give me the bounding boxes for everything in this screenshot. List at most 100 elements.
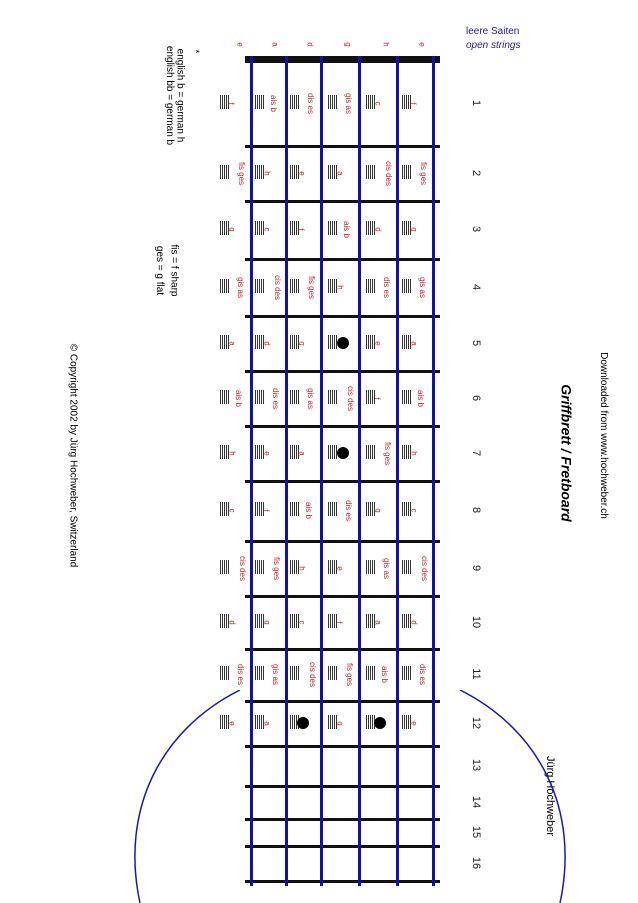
note-label: ais b bbox=[379, 666, 389, 683]
note-label: h bbox=[335, 284, 345, 290]
fret-number: 5 bbox=[470, 339, 482, 346]
string-a bbox=[285, 56, 288, 886]
string-g bbox=[358, 56, 361, 886]
note-label: dis es bbox=[235, 664, 245, 685]
open-strings-label-en: open strings bbox=[466, 40, 521, 51]
note-label: fis ges bbox=[345, 662, 355, 687]
string-h bbox=[396, 56, 399, 886]
note-label: ais b bbox=[268, 94, 278, 112]
fret-number: 3 bbox=[470, 225, 482, 233]
guitar-body-outline bbox=[134, 690, 566, 903]
fret-line bbox=[245, 480, 440, 483]
fret-line bbox=[245, 370, 440, 373]
fret-line bbox=[245, 880, 440, 883]
note-label: e bbox=[297, 170, 307, 176]
note-label: h bbox=[409, 450, 419, 456]
note-line-2: english bb = german b bbox=[164, 45, 176, 146]
note-label: e bbox=[335, 565, 345, 571]
note-label: d bbox=[409, 619, 419, 625]
note-label: a bbox=[409, 340, 419, 346]
fret-line bbox=[245, 145, 440, 148]
note-label: d bbox=[262, 340, 272, 346]
fret-number: 4 bbox=[470, 283, 482, 290]
note-label: gis as bbox=[343, 92, 353, 114]
note-label: h bbox=[297, 565, 307, 571]
nut bbox=[245, 56, 440, 63]
note-label: g bbox=[262, 619, 272, 625]
note-label: cis des bbox=[237, 555, 247, 581]
note-label: g bbox=[409, 227, 419, 232]
note-label: gis as bbox=[305, 387, 315, 409]
fret-line bbox=[245, 540, 440, 543]
copyright: © Copyright 2002 by Jürg Hochweber, Swit… bbox=[67, 343, 79, 568]
fret-number: 7 bbox=[470, 449, 482, 456]
note-label: gis as bbox=[270, 664, 280, 685]
fret-number: 10 bbox=[470, 615, 482, 628]
string-e-high bbox=[432, 56, 435, 886]
string-d bbox=[320, 56, 323, 886]
note-label: fis ges bbox=[419, 161, 429, 185]
open-strings-label-de: leere Saiten bbox=[466, 26, 520, 37]
note-label: dis es bbox=[270, 387, 280, 409]
note-label: g bbox=[297, 340, 307, 346]
note-label: a bbox=[335, 170, 345, 176]
note-label: ais b bbox=[233, 389, 243, 407]
fret-number: 2 bbox=[470, 169, 482, 176]
string-e-low bbox=[250, 56, 253, 886]
note-label: gis as bbox=[381, 557, 391, 579]
note-label: a bbox=[227, 340, 237, 346]
asterisk-note: * bbox=[189, 49, 201, 54]
note-label: cis des bbox=[345, 385, 355, 411]
fret-line bbox=[245, 425, 440, 428]
note-line-3: fis = f sharp bbox=[168, 244, 180, 297]
fret-number: 6 bbox=[470, 394, 482, 401]
note-label: cis des bbox=[419, 555, 429, 581]
note-label: h bbox=[262, 170, 272, 176]
open-string-label: e bbox=[235, 42, 245, 47]
download-source: Downloaded from www.hochweber.ch bbox=[597, 352, 609, 519]
note-label: cis des bbox=[272, 274, 282, 300]
page-title: Griffbrett / Fretboard bbox=[558, 384, 575, 522]
note-label: dis es bbox=[381, 276, 391, 298]
note-label: e bbox=[373, 340, 383, 346]
fret-number: 9 bbox=[470, 564, 482, 571]
note-label: ais b bbox=[415, 389, 425, 407]
fret-line bbox=[245, 818, 440, 821]
fret-line bbox=[245, 700, 440, 703]
position-dot bbox=[297, 716, 309, 729]
position-dot bbox=[337, 446, 349, 459]
note-label: g bbox=[227, 227, 237, 232]
note-label: a bbox=[297, 450, 307, 456]
fret-line bbox=[245, 258, 440, 261]
fret-number: 11 bbox=[470, 668, 482, 680]
note-label: h bbox=[227, 450, 237, 456]
note-label: ais b bbox=[341, 221, 351, 238]
fret-line bbox=[245, 845, 440, 848]
note-label: cis des bbox=[383, 160, 393, 186]
note-label: gis as bbox=[417, 276, 427, 298]
note-line-1: english b = german h bbox=[174, 48, 186, 143]
note-label: dis es bbox=[343, 500, 353, 521]
note-label: g bbox=[373, 508, 383, 513]
position-dot bbox=[374, 716, 386, 729]
note-label: fis ges bbox=[307, 275, 317, 299]
fret-number: 8 bbox=[470, 506, 482, 514]
fret-line bbox=[245, 785, 440, 788]
note-label: a bbox=[373, 619, 383, 625]
note-label: cis des bbox=[307, 662, 317, 687]
open-string-label: d bbox=[305, 42, 315, 47]
note-line-4: ges = g flat bbox=[154, 245, 166, 296]
fret-line bbox=[245, 595, 440, 598]
open-string-label: g bbox=[343, 42, 353, 47]
position-dot bbox=[337, 336, 349, 349]
open-string-label: a bbox=[270, 42, 280, 47]
fret-line bbox=[245, 745, 440, 748]
note-label: ais b bbox=[303, 502, 313, 519]
open-string-label: e bbox=[417, 42, 427, 47]
note-label: fis ges bbox=[383, 441, 393, 465]
fret-line bbox=[245, 200, 440, 203]
fret-line bbox=[245, 648, 440, 651]
note-label: e bbox=[262, 450, 272, 456]
note-label: fis ges bbox=[272, 556, 282, 580]
note-label: d bbox=[227, 619, 237, 625]
